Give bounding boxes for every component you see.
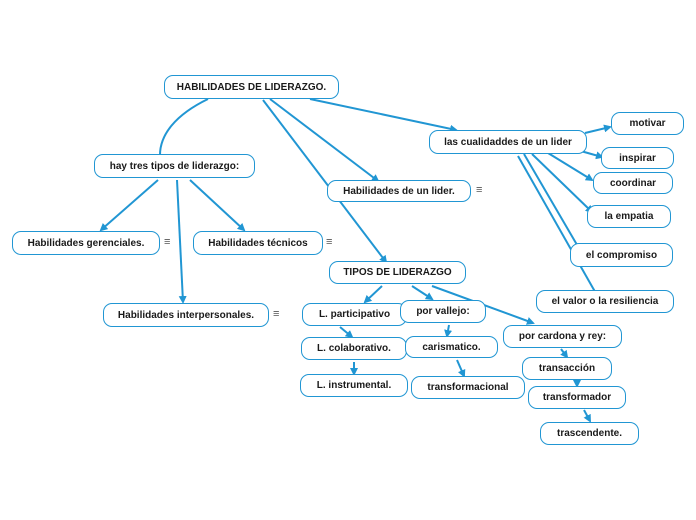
edge-transformador-trasc — [583, 409, 591, 423]
note-icon[interactable]: ≡ — [273, 308, 280, 320]
edge-tipos-tecnicos — [189, 179, 246, 232]
edge-caris-transf — [456, 359, 466, 378]
edge-tl-participativo — [363, 285, 383, 304]
node-carismatico[interactable]: carismatico. — [405, 336, 498, 358]
node-compromiso[interactable]: el compromiso — [570, 243, 673, 267]
node-motivar[interactable]: motivar — [611, 112, 684, 135]
edge-part-colab — [339, 326, 354, 339]
edge-cual-compromiso — [523, 153, 582, 252]
edge-vallejo-caris — [444, 324, 453, 338]
node-inspirar[interactable]: inspirar — [601, 147, 674, 169]
node-transformacional[interactable]: transformacional — [411, 376, 525, 399]
node-resiliencia[interactable]: el valor o la resiliencia — [536, 290, 674, 313]
edge-tipos-interpersonales — [176, 179, 187, 304]
node-tipos-habilidades[interactable]: hay tres tipos de liderazgo: — [94, 154, 255, 178]
node-interpersonales[interactable]: Habilidades interpersonales. — [103, 303, 269, 327]
edge-cual-empatia — [531, 153, 594, 214]
edge-root-cualidades — [309, 98, 458, 133]
node-tecnicos[interactable]: Habilidades técnicos — [193, 231, 323, 255]
node-transformador[interactable]: transformador — [528, 386, 626, 409]
edge-root-habilidades — [269, 98, 380, 183]
node-gerenciales[interactable]: Habilidades gerenciales. — [12, 231, 160, 255]
node-empatia[interactable]: la empatia — [587, 205, 671, 228]
node-root[interactable]: HABILIDADES DE LIDERAZGO. — [164, 75, 339, 99]
note-icon[interactable]: ≡ — [326, 236, 333, 248]
node-participativo[interactable]: L. participativo — [302, 303, 407, 326]
node-transaccion[interactable]: transacción — [522, 357, 612, 380]
note-icon[interactable]: ≡ — [164, 236, 171, 248]
node-habilidades-lider[interactable]: Habilidades de un lider. — [327, 180, 471, 202]
node-cualidades[interactable]: las cualidaddes de un lider — [429, 130, 587, 154]
node-colaborativo[interactable]: L. colaborativo. — [301, 337, 407, 360]
edge-cual-motivar — [584, 124, 612, 134]
node-cardona[interactable]: por cardona y rey: — [503, 325, 622, 348]
note-icon[interactable]: ≡ — [476, 184, 483, 196]
node-coordinar[interactable]: coordinar — [593, 172, 673, 194]
edge-root-tipos — [159, 98, 209, 156]
edge-tl-vallejo — [411, 285, 434, 301]
node-instrumental[interactable]: L. instrumental. — [300, 374, 408, 397]
edge-cual-coordinar — [547, 152, 594, 182]
node-vallejo[interactable]: por vallejo: — [400, 300, 486, 323]
node-tipos-liderazgo[interactable]: TIPOS DE LIDERAZGO — [329, 261, 466, 284]
edge-card-trans — [560, 348, 569, 359]
edge-tipos-gerenciales — [99, 179, 159, 232]
edge-cual-resiliencia — [517, 155, 599, 299]
edge-root-tiposlid — [262, 99, 388, 264]
node-trascendente[interactable]: trascendente. — [540, 422, 639, 445]
